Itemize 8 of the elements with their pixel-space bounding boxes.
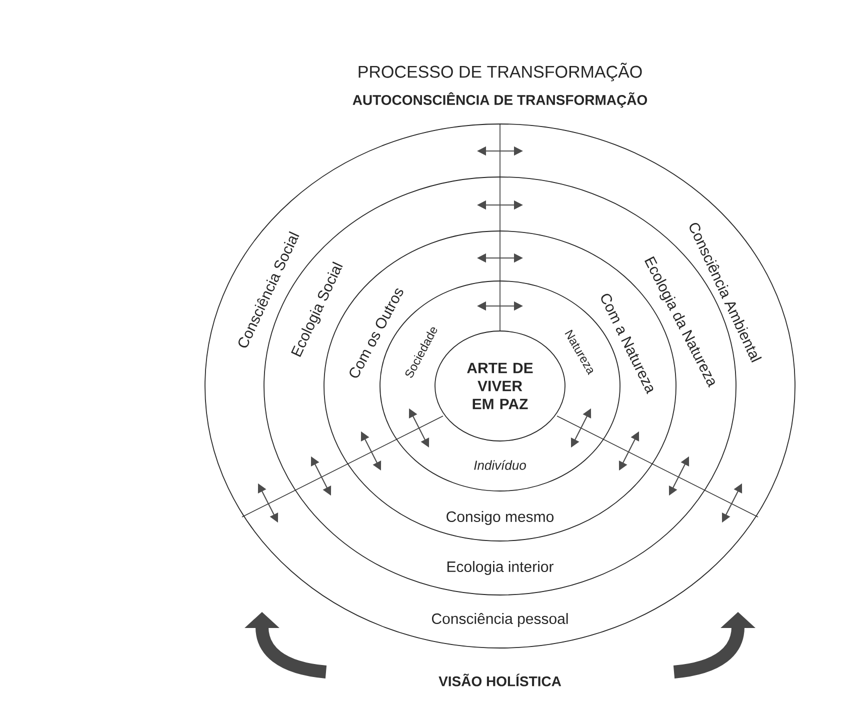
ring-heading: AUTOCONSCIÊNCIA DE TRANSFORMAÇÃO xyxy=(352,92,648,108)
core-label: ARTE DE VIVER EM PAZ xyxy=(467,362,533,410)
ring-label: Consigo mesmo xyxy=(446,511,554,525)
title: PROCESSO DE TRANSFORMAÇÃO xyxy=(358,62,642,82)
ring-label: Indivíduo xyxy=(474,460,526,470)
ring-label: Consciência pessoal xyxy=(432,612,568,627)
bottom-label: VISÃO HOLÍSTICA xyxy=(438,674,562,686)
ring-label: Ecologia interior xyxy=(447,561,554,575)
